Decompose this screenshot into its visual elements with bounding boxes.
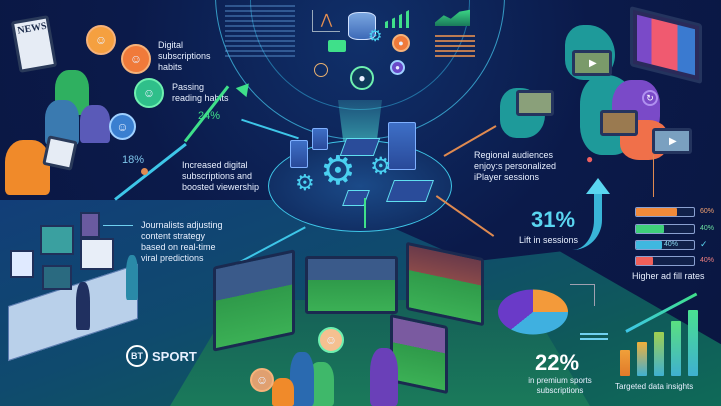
money-icon bbox=[328, 40, 346, 52]
server-rack-icon bbox=[388, 122, 416, 170]
ad-fill-bar bbox=[635, 207, 695, 217]
ad-fill-bar-label: 40% bbox=[700, 225, 715, 232]
journalist-standing bbox=[126, 255, 138, 300]
gear-icon: ⚙ bbox=[295, 170, 315, 195]
journalist-standing bbox=[76, 282, 90, 330]
ad-fill-bar-inline-label: 40% bbox=[664, 241, 679, 248]
ad-fill-bar-label: 60% bbox=[700, 208, 715, 215]
football-screen-left bbox=[213, 249, 295, 352]
location-pin-icon: ● bbox=[586, 152, 594, 166]
user-avatar-icon: ● bbox=[390, 60, 405, 75]
receipt-icon bbox=[314, 63, 328, 77]
viewer-avatar: ☺ bbox=[318, 327, 344, 353]
newsroom-monitor bbox=[10, 250, 34, 278]
ad-fill-bar-fill bbox=[636, 225, 664, 233]
newspaper-tablet: NEWS bbox=[10, 15, 58, 73]
processor-chip-icon bbox=[385, 180, 435, 202]
circuit-trace bbox=[364, 198, 366, 228]
newsroom-monitor bbox=[80, 212, 100, 238]
mobile-sports-screen bbox=[390, 313, 448, 395]
regional-video-player bbox=[600, 110, 638, 136]
gear-icon: ⚙ bbox=[320, 149, 356, 193]
growth-caption: Increased digital subscriptions and boos… bbox=[182, 160, 260, 192]
growth-trend-line bbox=[114, 142, 187, 201]
reader-tablet bbox=[42, 135, 78, 171]
person-purple-shirt bbox=[80, 105, 110, 143]
insight-bar bbox=[654, 332, 664, 376]
viewer-purple-shirt bbox=[370, 348, 398, 406]
ad-fill-bar-fill bbox=[636, 241, 663, 249]
play-icon[interactable]: ▶ bbox=[669, 136, 677, 147]
server-rack-icon bbox=[290, 140, 308, 168]
reader-avatar: ☺ bbox=[86, 25, 116, 55]
lift-label: Lift in sessions bbox=[519, 235, 579, 245]
insight-bar bbox=[688, 310, 698, 376]
ad-fill-bar-fill bbox=[636, 208, 677, 216]
premium-percent: 22% bbox=[535, 350, 580, 375]
regional-video-player: ▶ bbox=[652, 128, 692, 154]
viewer-avatar: ☺ bbox=[250, 368, 274, 392]
journalists-caption: Journalists adjusting content strategy b… bbox=[141, 220, 223, 263]
reader-avatar: ☺ bbox=[134, 78, 164, 108]
circuit-trace bbox=[435, 195, 495, 237]
ad-fill-bar: 40% bbox=[635, 240, 695, 250]
gear-icon: ⚙ bbox=[368, 28, 383, 45]
user-avatar-icon: ● bbox=[350, 66, 374, 90]
bt-logo-mark: BT bbox=[126, 345, 148, 367]
person-orange-shirt bbox=[5, 140, 50, 195]
smart-tv bbox=[630, 6, 702, 84]
newsroom-chart-monitor bbox=[80, 238, 114, 270]
lift-percent: 31% bbox=[531, 207, 576, 232]
football-screen-center bbox=[305, 256, 398, 314]
sync-icon: ↻ bbox=[642, 90, 658, 106]
code-lines-panel bbox=[225, 5, 295, 60]
database-icon bbox=[348, 12, 376, 40]
callout-connector bbox=[103, 225, 133, 226]
bt-sport-logo: BT SPORT bbox=[126, 345, 197, 367]
lift-arrow-icon bbox=[572, 185, 602, 250]
newsroom-monitor bbox=[42, 265, 72, 290]
legend-lines-icon bbox=[580, 338, 608, 340]
growth-start-marker bbox=[141, 168, 148, 175]
insights-label: Targeted data insights bbox=[615, 382, 694, 391]
tv-app-tiles bbox=[637, 14, 695, 76]
subscriptions-pie-chart bbox=[498, 289, 568, 335]
bt-logo-word: SPORT bbox=[152, 348, 197, 364]
regional-caption: Regional audiences enjoy:s personalized … bbox=[474, 150, 557, 182]
ad-fill-connector bbox=[653, 155, 654, 197]
insight-bar bbox=[637, 342, 647, 376]
viewer-orange-shirt bbox=[272, 378, 294, 406]
insight-bar bbox=[620, 350, 630, 376]
newsroom-monitor bbox=[40, 225, 74, 255]
reader-avatar: ☺ bbox=[121, 44, 151, 74]
regional-video-player: ▶ bbox=[572, 50, 612, 76]
premium-label: in premium sports subscriptions bbox=[528, 376, 592, 395]
gear-icon: ⚙ bbox=[370, 153, 392, 180]
horizontal-bars-icon bbox=[435, 35, 475, 60]
legend-lines-icon bbox=[580, 333, 608, 335]
user-avatar-icon: ● bbox=[392, 34, 410, 52]
server-rack-icon bbox=[312, 128, 328, 150]
ad-fill-bar-fill bbox=[636, 257, 654, 265]
growth-start-percent: 18% bbox=[122, 154, 145, 166]
reader-avatar: ☺ bbox=[109, 113, 136, 140]
callout-digital-subscriptions: Digital subscriptions habits bbox=[158, 40, 211, 72]
growth-end-percent: 24% bbox=[198, 110, 221, 122]
ad-fill-title: Higher ad fill rates bbox=[632, 271, 705, 281]
lift-arrow-head bbox=[586, 178, 610, 194]
ad-fill-bar bbox=[635, 256, 695, 266]
play-icon[interactable]: ▶ bbox=[589, 58, 597, 69]
regional-video-player bbox=[516, 90, 554, 116]
pie-connector bbox=[570, 284, 595, 306]
insight-bar bbox=[671, 321, 681, 376]
line-chart-icon: ⋀ bbox=[312, 10, 340, 32]
newspaper-title: NEWS bbox=[16, 20, 48, 37]
ad-fill-bar-label: 40% bbox=[700, 257, 715, 264]
viewer-blue-shirt bbox=[290, 352, 314, 406]
callout-reading-habits: Passing reading habits bbox=[172, 82, 229, 103]
ad-fill-bar bbox=[635, 224, 695, 234]
checkmark-icon: ✓ bbox=[700, 239, 708, 249]
